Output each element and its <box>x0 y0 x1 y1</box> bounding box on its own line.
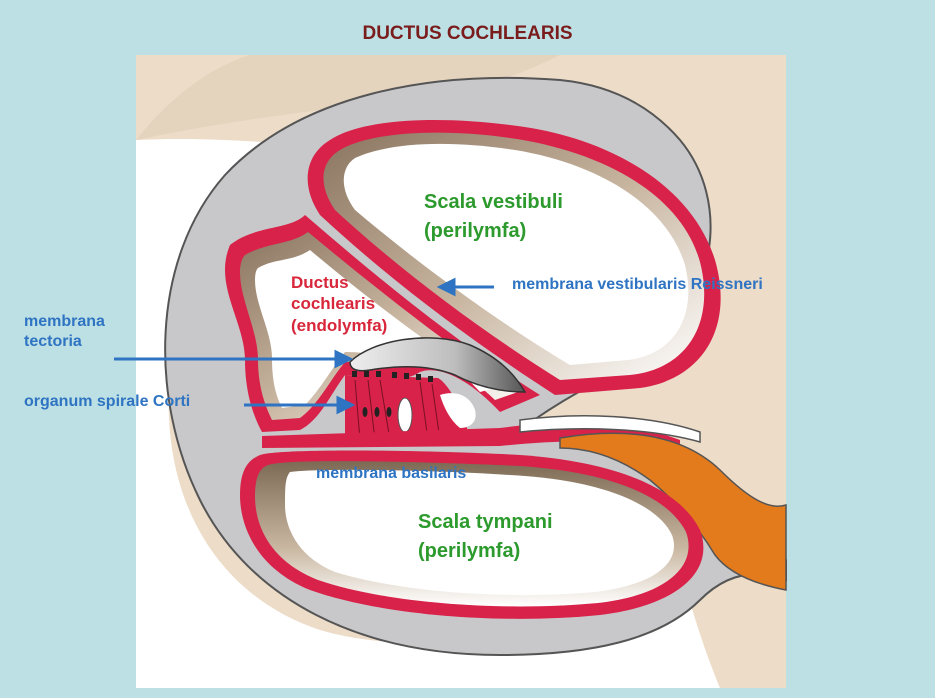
label-ductus-line1: Ductus <box>291 272 387 293</box>
page-title: DUCTUS COCHLEARIS <box>0 22 935 46</box>
label-ductus-line2: cochlearis <box>291 293 387 314</box>
label-scala-tympani-line1: Scala tympani <box>418 510 553 535</box>
label-scala-tympani-line2: (perilymfa) <box>418 539 553 564</box>
label-membrana-basilaris: membrana basilaris <box>316 464 466 484</box>
label-organum-spirale: organum spirale Corti <box>24 392 190 412</box>
label-membrana-tectoria: membrana tectoria <box>24 312 105 352</box>
label-scala-vestibuli: Scala vestibuli (perilymfa) <box>424 190 563 244</box>
tunnel-of-corti <box>398 398 412 432</box>
label-ductus-line3: (endolymfa) <box>291 315 387 336</box>
label-membrana-vestibularis: membrana vestibularis Reissneri <box>512 275 763 295</box>
label-membrana-tectoria-line1: membrana <box>24 312 105 332</box>
label-scala-vestibuli-line1: Scala vestibuli <box>424 190 563 215</box>
label-ductus-cochlearis: Ductus cochlearis (endolymfa) <box>291 272 387 336</box>
label-membrana-tectoria-line2: tectoria <box>24 332 105 352</box>
label-scala-tympani: Scala tympani (perilymfa) <box>418 510 553 564</box>
label-scala-vestibuli-line2: (perilymfa) <box>424 219 563 244</box>
